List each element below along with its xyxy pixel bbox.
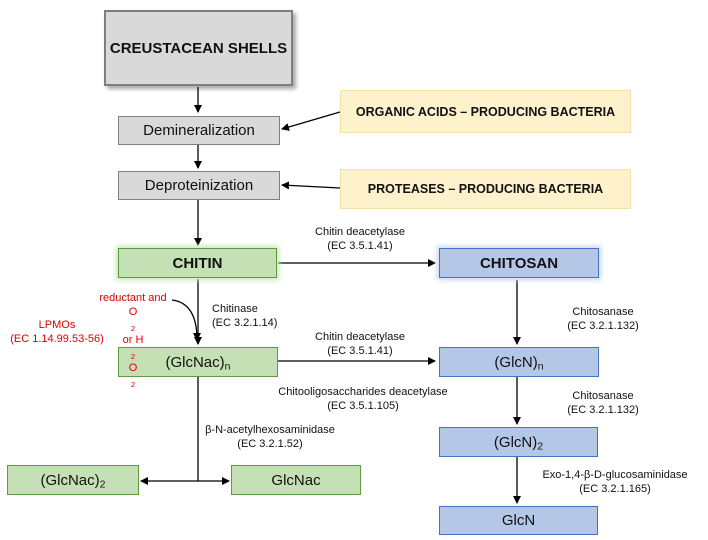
glcnac-n-box: (GlcNac)n (118, 347, 278, 377)
chitin-deacetylase-top-label: Chitin deacetylase (EC 3.5.1.41) (315, 226, 405, 252)
organic-acids-bacteria-label: ORGANIC ACIDS – PRODUCING BACTERIA (355, 104, 616, 119)
hexosaminidase-label: β-N-acetylhexosaminidase (EC 3.2.1.52) (205, 424, 335, 450)
arrow-proteases-to-deproteinization (281, 181, 341, 190)
arrow-reductant-curve (171, 299, 201, 341)
deproteinization-label: Deproteinization (144, 177, 254, 194)
chitin-box: CHITIN (118, 248, 277, 278)
cos-deacetylase-label: Chitooligosaccharides deacetylase (EC 3.… (278, 386, 448, 412)
exo-glucosaminidase-label: Exo-1,4-β-D-glucosaminidase (EC 3.2.1.16… (542, 469, 688, 495)
arrow-organic-acids-to-demineralization (281, 111, 341, 131)
crustacean-shells-label: CREUSTACEAN SHELLS (109, 39, 288, 57)
glcn-label: GlcN (501, 512, 536, 529)
deproteinization-box: Deproteinization (118, 171, 280, 200)
glcnac-box: GlcNac (231, 465, 361, 495)
proteases-bacteria-label: PROTEASES – PRODUCING BACTERIA (367, 182, 604, 196)
glcnac-2-label: (GlcNac)2 (40, 471, 106, 491)
organic-acids-bacteria-box: ORGANIC ACIDS – PRODUCING BACTERIA (340, 90, 631, 133)
glcn-box: GlcN (439, 506, 598, 535)
chitosanase-2-label: Chitosanase (EC 3.2.1.132) (567, 390, 639, 416)
chitosan-box: CHITOSAN (439, 248, 599, 278)
lpmo-label: LPMOs (EC 1.14.99.53-56) (10, 319, 104, 345)
chitin-label: CHITIN (172, 254, 223, 272)
crustacean-shells-box: CREUSTACEAN SHELLS (104, 10, 293, 86)
proteases-bacteria-box: PROTEASES – PRODUCING BACTERIA (340, 169, 631, 209)
chitosan-label: CHITOSAN (479, 254, 559, 272)
glcn-2-label: (GlcN)2 (493, 433, 544, 453)
glcn-n-box: (GlcN)n (439, 347, 599, 377)
chitinase-label: Chitinase (EC 3.2.1.14) (212, 303, 278, 329)
demineralization-label: Demineralization (143, 122, 255, 139)
glcnac-2-box: (GlcNac)2 (7, 465, 139, 495)
glcnac-label: GlcNac (271, 471, 321, 489)
chitin-deacetylase-mid-label: Chitin deacetylase (EC 3.5.1.41) (315, 331, 405, 357)
glcn-2-box: (GlcN)2 (439, 427, 598, 457)
chitosanase-1-label: Chitosanase (EC 3.2.1.132) (567, 306, 639, 332)
glcn-n-label: (GlcN)n (494, 353, 544, 373)
demineralization-box: Demineralization (118, 116, 280, 145)
glcnac-n-label: (GlcNac)n (165, 353, 231, 373)
